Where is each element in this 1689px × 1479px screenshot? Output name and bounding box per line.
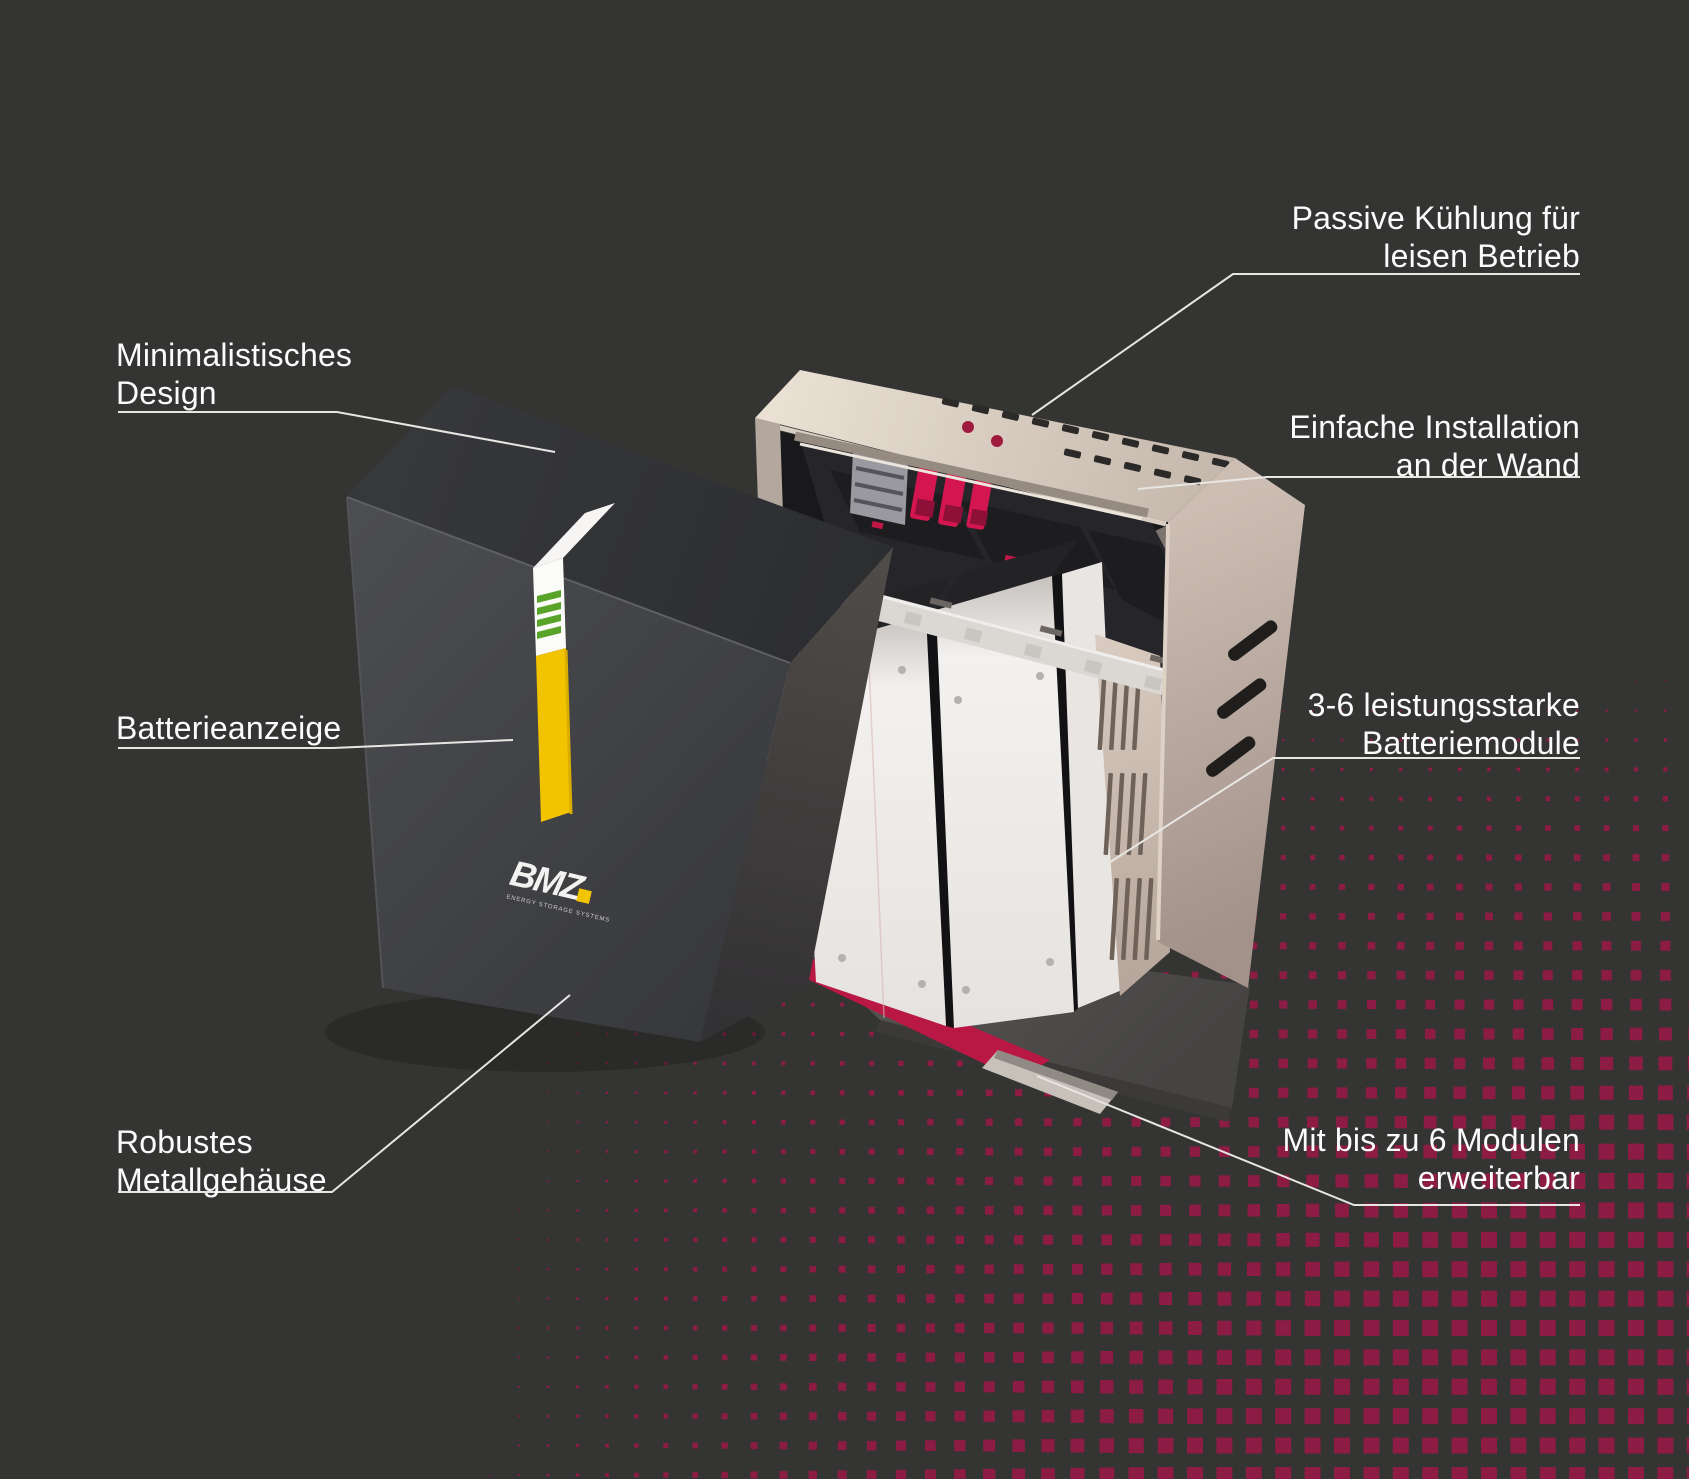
bmz-logo-dot [576, 888, 592, 904]
cover-top-face [347, 386, 893, 663]
indicator-top-wrap [533, 503, 615, 568]
shell-right-panel [1156, 458, 1305, 988]
feature-label-passive-cooling: Passive Kühlung für leisen Betrieb [1291, 200, 1580, 274]
rail-tabs [903, 611, 1163, 691]
indicator-yellow-shade [564, 649, 573, 815]
leader-battery-indicator [118, 739, 514, 749]
red-mark-1 [871, 521, 884, 530]
module-2-top [936, 540, 1078, 610]
cover-side-face [700, 547, 893, 1042]
cover-edge-highlight [346, 496, 791, 664]
top-red-dot [962, 421, 974, 433]
module-top-2 [960, 500, 1115, 590]
panel-edge-highlight [1156, 523, 1170, 941]
indicator-yellow-bar [536, 648, 571, 822]
module-seam [867, 639, 885, 1019]
bottom-bracket-shadow [994, 1050, 1118, 1100]
connector-stripe [855, 466, 905, 480]
feature-label-battery-modules: 3-6 leistungsstarke Batteriemodule [1307, 687, 1580, 761]
shell-top [755, 370, 1235, 527]
feature-label-metal-housing: Robustes Metallgehäuse [116, 1124, 327, 1198]
module-screws [828, 666, 1054, 994]
cover-left-edge [346, 496, 384, 989]
connector-stripe [854, 482, 904, 496]
shell-groove [794, 431, 1149, 518]
side-vents [1206, 620, 1278, 777]
module-gap [926, 610, 954, 1028]
leader-easy-install [1137, 476, 1580, 490]
leader-minimal-design [118, 411, 556, 453]
feature-label-easy-install: Einfache Installation an der Wand [1289, 409, 1580, 483]
shell-groove-highlight [799, 442, 1143, 521]
connector-stripe [853, 498, 903, 512]
battery-indicator [533, 503, 615, 822]
module-2-front [936, 576, 1074, 1028]
leader-lines [118, 273, 1580, 1206]
feature-label-expandable: Mit bis zu 6 Modulen erweiterbar [1282, 1122, 1580, 1196]
leader-battery-modules [1089, 757, 1580, 876]
indicator-green-bars [537, 590, 561, 639]
feature-label-battery-indicator: Batterieanzeige [116, 710, 342, 746]
leader-passive-cooling [1031, 273, 1580, 416]
red-connectors [910, 467, 992, 530]
module-gap [1052, 574, 1078, 1012]
top-red-dot [991, 435, 1003, 447]
leader-metal-housing [118, 994, 571, 1193]
leader-expandable [1036, 1075, 1580, 1206]
feature-label-minimal-design: Minimalistisches Design [116, 337, 353, 411]
battery-cover: BMZ ENERGY STORAGE SYSTEMS [346, 386, 893, 1042]
